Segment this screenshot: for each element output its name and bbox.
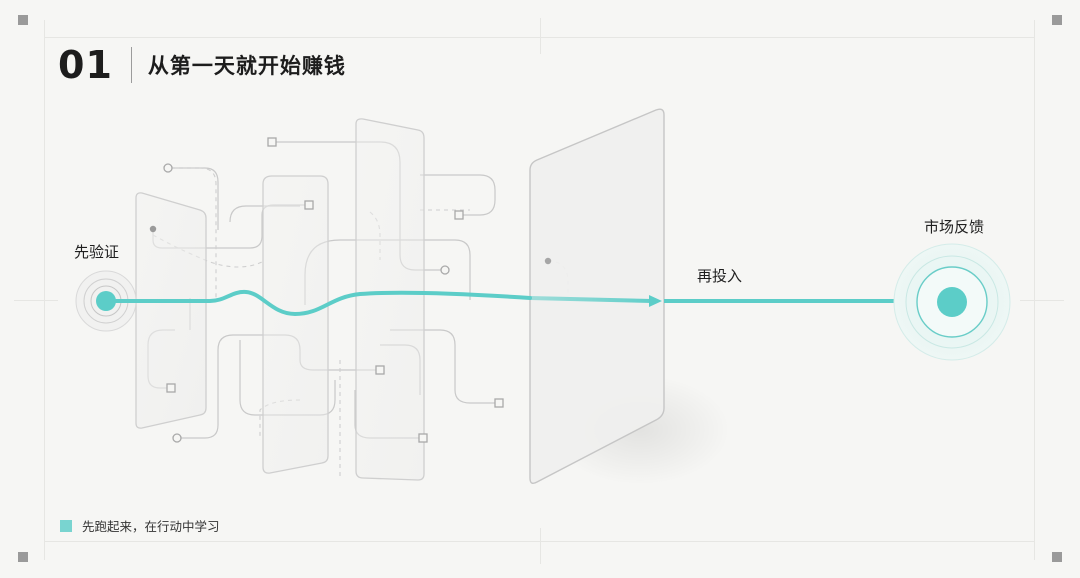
guide-line-center-top — [540, 18, 541, 54]
main-path-left — [108, 289, 532, 317]
corner-marker-bottom-left — [18, 552, 28, 562]
page-header: 01 从第一天就开始赚钱 — [58, 46, 346, 84]
end-node-label: 市场反馈 — [924, 218, 985, 236]
start-dot — [96, 291, 116, 311]
corner-marker-top-left — [18, 15, 28, 25]
legend: 先跑起来，在行动中学习 — [60, 516, 220, 535]
section-number: 01 — [58, 43, 113, 87]
title-divider — [130, 47, 132, 83]
guide-line-left — [44, 20, 45, 560]
middle-node-label: 再投入 — [697, 267, 743, 285]
corner-marker-top-right — [1052, 15, 1062, 25]
legend-swatch — [60, 519, 72, 532]
panel-center-left — [262, 175, 329, 474]
guide-tick-left — [14, 300, 58, 301]
legend-text: 先跑起来，在行动中学习 — [82, 519, 220, 534]
maze-markers — [163, 137, 504, 443]
start-node-label: 先验证 — [74, 243, 120, 261]
page-title: 从第一天就开始赚钱 — [147, 54, 346, 78]
panel-left — [135, 192, 207, 429]
guide-line-top — [44, 37, 1034, 38]
main-path-through-panel — [529, 296, 653, 303]
panel-center — [355, 118, 425, 481]
guide-line-bottom — [44, 541, 1034, 542]
panel-dot — [544, 257, 552, 265]
glass-panel — [529, 108, 665, 485]
arrow-head — [649, 295, 662, 307]
guide-tick-right — [1020, 300, 1064, 301]
guide-line-center-bottom — [540, 528, 541, 564]
end-node — [893, 243, 1011, 361]
maze-dot — [149, 225, 157, 233]
guide-line-right — [1034, 20, 1035, 560]
corner-marker-bottom-right — [1052, 552, 1062, 562]
